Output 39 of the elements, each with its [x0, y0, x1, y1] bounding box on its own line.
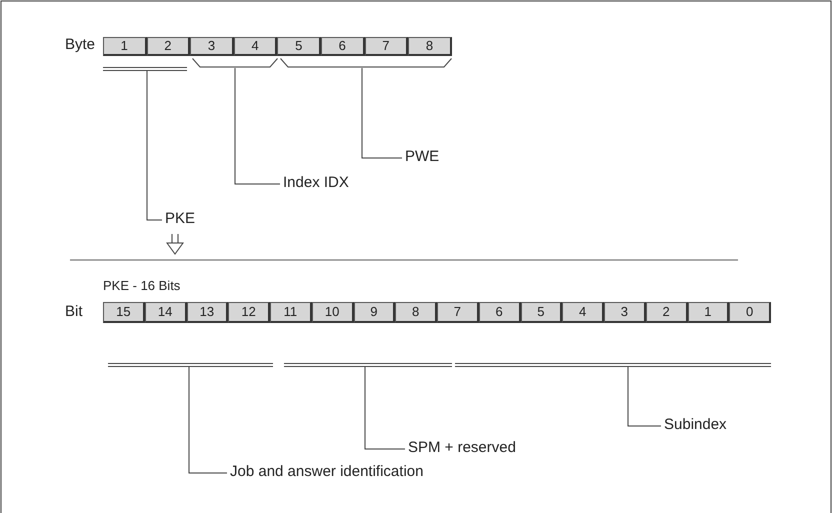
register-cell: 3 — [604, 302, 646, 323]
register-cell: 10 — [312, 302, 354, 323]
leader-line — [628, 366, 662, 426]
register-cell: 1 — [688, 302, 730, 323]
leader-line — [188, 366, 228, 474]
leader-line — [362, 68, 402, 158]
register-cell: 5 — [520, 302, 562, 323]
register-cell: 13 — [186, 302, 228, 323]
register-cell: 9 — [354, 302, 396, 323]
row-label: Bit — [65, 303, 83, 321]
register-cell: 6 — [321, 37, 365, 56]
register-cell: 6 — [478, 302, 520, 323]
field-label: Index IDX — [283, 174, 349, 192]
register-cell: 8 — [408, 37, 452, 56]
register-cell: 11 — [270, 302, 312, 323]
register-cell: 8 — [395, 302, 437, 323]
field-label: Job and answer identification — [230, 463, 424, 481]
field-label: PKE — [165, 210, 196, 228]
register-cell: 4 — [234, 37, 278, 56]
register-cell: 1 — [103, 37, 147, 56]
leader-line — [146, 70, 162, 220]
register-cell: 5 — [277, 37, 321, 56]
register-cell: 7 — [364, 37, 408, 56]
leader-line — [364, 366, 406, 450]
register-cell: 15 — [103, 302, 145, 323]
leader-line — [234, 68, 280, 184]
register-cell: 4 — [562, 302, 604, 323]
register-cell: 0 — [729, 302, 771, 323]
row-label: PKE - 16 Bits — [103, 277, 180, 295]
register-cell: 7 — [437, 302, 479, 323]
field-label: SPM + reserved — [408, 439, 516, 457]
register-cell: 2 — [146, 37, 190, 56]
field-label: PWE — [405, 148, 440, 166]
register-cell: 14 — [144, 302, 186, 323]
register-cell: 3 — [190, 37, 234, 56]
row-label: Byte — [65, 36, 96, 54]
register-cell: 12 — [228, 302, 270, 323]
register-cell: 2 — [646, 302, 688, 323]
field-label: Subindex — [664, 416, 727, 434]
